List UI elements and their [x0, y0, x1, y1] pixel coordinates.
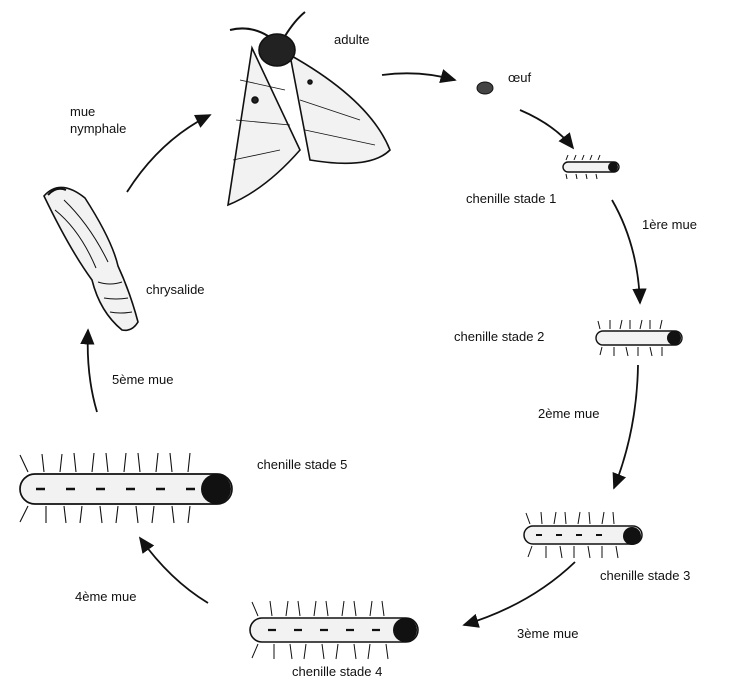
- arrow-chrysalis-to-adult: [127, 115, 210, 192]
- label-chenille-stade-1: chenille stade 1: [466, 191, 556, 207]
- label-chenille-stade-4: chenille stade 4: [292, 664, 382, 680]
- caterpillar-stage-3-illustration: [524, 512, 642, 558]
- caterpillar-stage-5-illustration: [20, 453, 232, 523]
- caterpillar-stage-1-illustration: [563, 155, 619, 179]
- caterpillar-stage-2-illustration: [596, 320, 682, 356]
- label-chenille-stade-3: chenille stade 3: [600, 568, 690, 584]
- label-oeuf: œuf: [508, 70, 531, 86]
- arrow-adult-to-egg: [382, 73, 455, 80]
- label-mue-nymphale-line1: mue: [70, 104, 95, 120]
- label-1ere-mue: 1ère mue: [642, 217, 697, 233]
- arrow-egg-to-stage1: [520, 110, 573, 148]
- label-adulte: adulte: [334, 32, 369, 48]
- label-chenille-stade-5: chenille stade 5: [257, 457, 347, 473]
- label-mue-nymphale-line2: nymphale: [70, 121, 126, 137]
- label-2eme-mue: 2ème mue: [538, 406, 599, 422]
- caterpillar-stage-4-illustration: [250, 601, 418, 659]
- arrow-stage3-to-stage4: [464, 562, 575, 625]
- label-5eme-mue: 5ème mue: [112, 372, 173, 388]
- arrow-stage4-to-stage5: [140, 538, 208, 603]
- arrow-stage5-to-chrysalis: [88, 330, 97, 412]
- label-chenille-stade-2: chenille stade 2: [454, 329, 544, 345]
- egg-illustration: [477, 82, 493, 94]
- arrow-stage2-to-stage3: [614, 365, 638, 488]
- label-4eme-mue: 4ème mue: [75, 589, 136, 605]
- label-3eme-mue: 3ème mue: [517, 626, 578, 642]
- chrysalis-illustration: [44, 187, 138, 330]
- label-chrysalide: chrysalide: [146, 282, 205, 298]
- arrow-stage1-to-stage2: [612, 200, 640, 303]
